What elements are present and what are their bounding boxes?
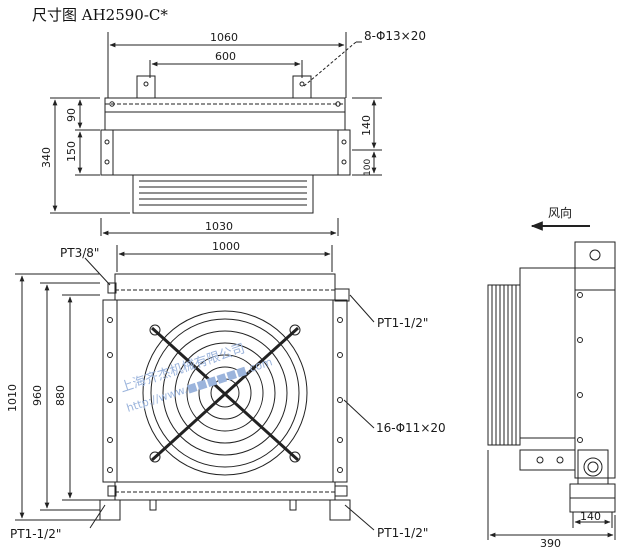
dim-front-width: 1000: [212, 240, 240, 253]
dim-upper: 90: [65, 108, 78, 122]
bolt-holes-label: 8-Φ13×20: [364, 29, 426, 43]
dim-bolt-spacing: 600: [215, 50, 236, 63]
dim-side-depth: 390: [540, 537, 561, 550]
front-view: [15, 245, 374, 530]
port-bottom-right-label: PT1-1/2": [377, 526, 428, 540]
dim-front-h-inner: 880: [54, 385, 67, 406]
mount-holes-label: 16-Φ11×20: [376, 421, 446, 435]
port-top-left-label: PT3/8": [60, 246, 99, 260]
dim-base-width: 1030: [205, 220, 233, 233]
drawing-title: 尺寸图 AH2590-C*: [32, 6, 168, 24]
air-direction-label: 风向: [548, 205, 572, 220]
dim-front-h-outer: 1010: [6, 384, 19, 412]
top-view: [50, 32, 382, 236]
dim-right-lower: 100: [363, 159, 373, 176]
port-right-label: PT1-1/2": [377, 316, 428, 330]
dim-lower: 150: [65, 141, 78, 162]
dim-height: 340: [40, 147, 53, 168]
dim-overall-width: 1060: [210, 31, 238, 44]
side-view: [488, 221, 615, 540]
port-bottom-left-label: PT1-1/2": [10, 527, 61, 541]
dim-side-foot: 140: [580, 510, 601, 523]
dim-right-upper: 140: [360, 115, 373, 136]
dim-front-h-mid: 960: [31, 385, 44, 406]
